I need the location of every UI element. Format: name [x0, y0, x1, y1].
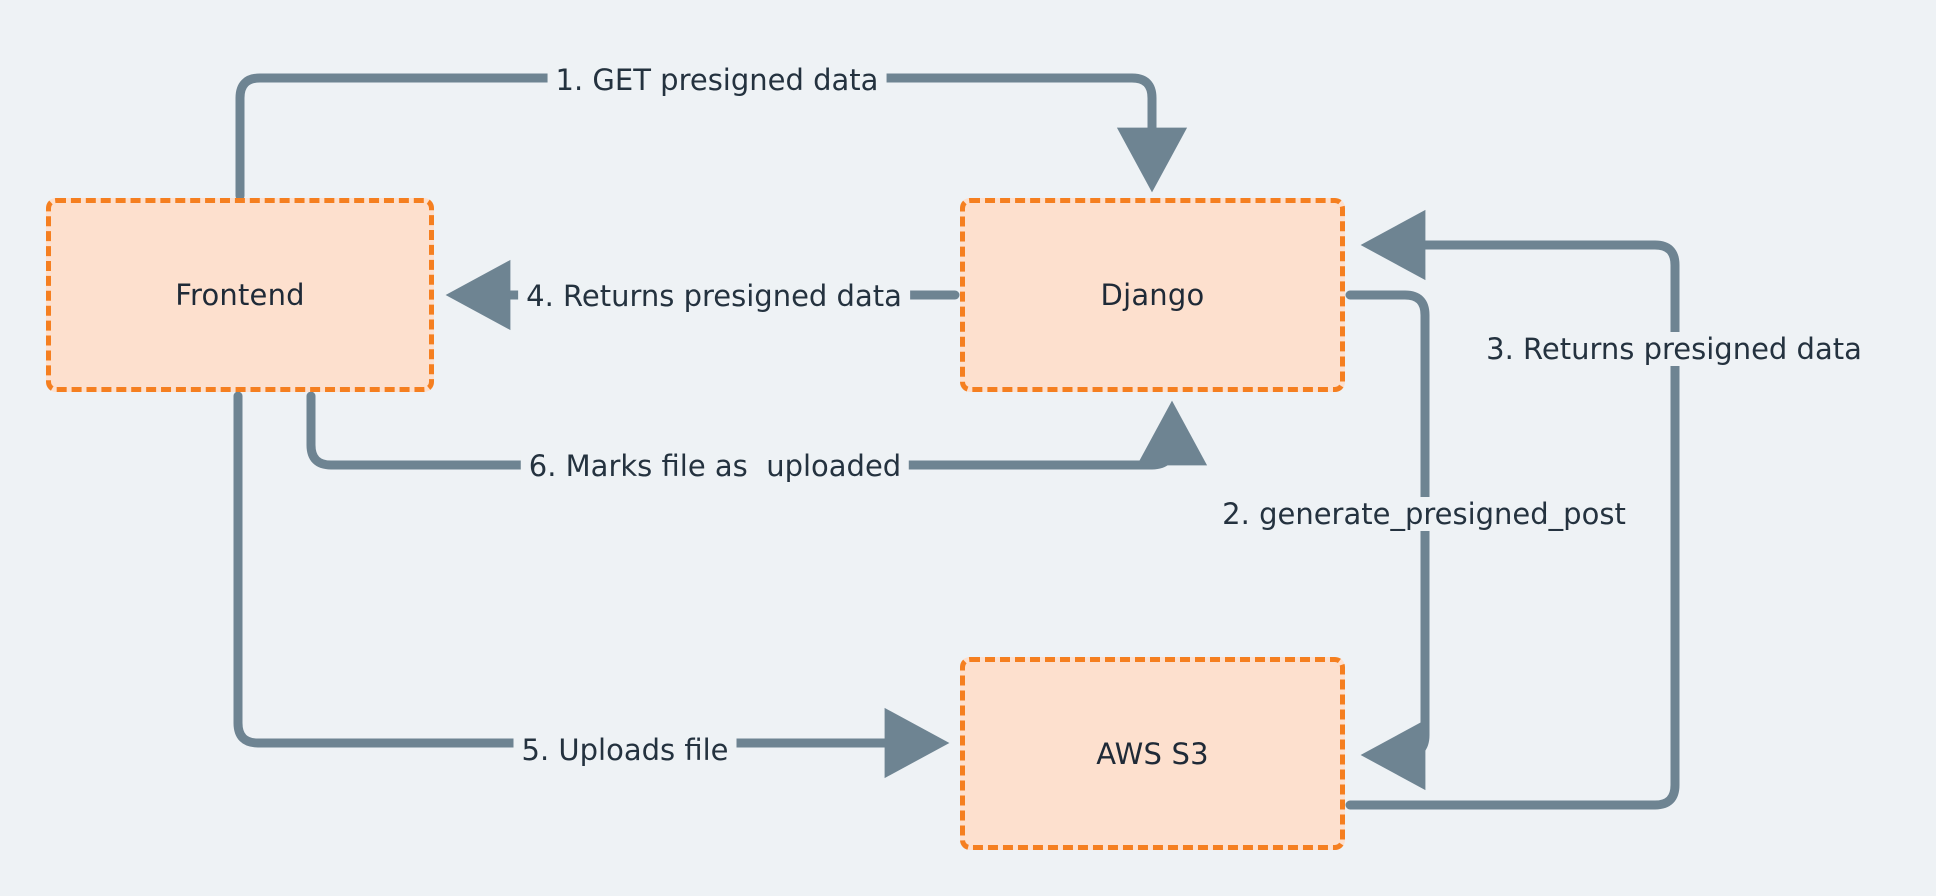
- node-frontend-label: Frontend: [175, 278, 305, 312]
- edge-label-step-6: 6. Marks file as uploaded: [520, 449, 910, 483]
- node-frontend[interactable]: Frontend: [46, 198, 434, 392]
- connector-step-5: [233, 391, 950, 779]
- edge-label-step-4: 4. Returns presigned data: [518, 279, 910, 313]
- edge-label-step-3: 3. Returns presigned data: [1478, 332, 1870, 366]
- node-django-label: Django: [1100, 278, 1205, 312]
- edge-label-step-5: 5. Uploads file: [513, 733, 737, 767]
- node-aws-s3-label: AWS S3: [1096, 736, 1209, 771]
- edge-label-step-2: 2. generate_presigned_post: [1214, 497, 1634, 531]
- node-aws-s3[interactable]: AWS S3: [960, 657, 1345, 850]
- edge-label-step-1: 1. GET presigned data: [547, 63, 887, 97]
- node-django[interactable]: Django: [960, 198, 1345, 392]
- connector-step-3: [1345, 209, 1680, 810]
